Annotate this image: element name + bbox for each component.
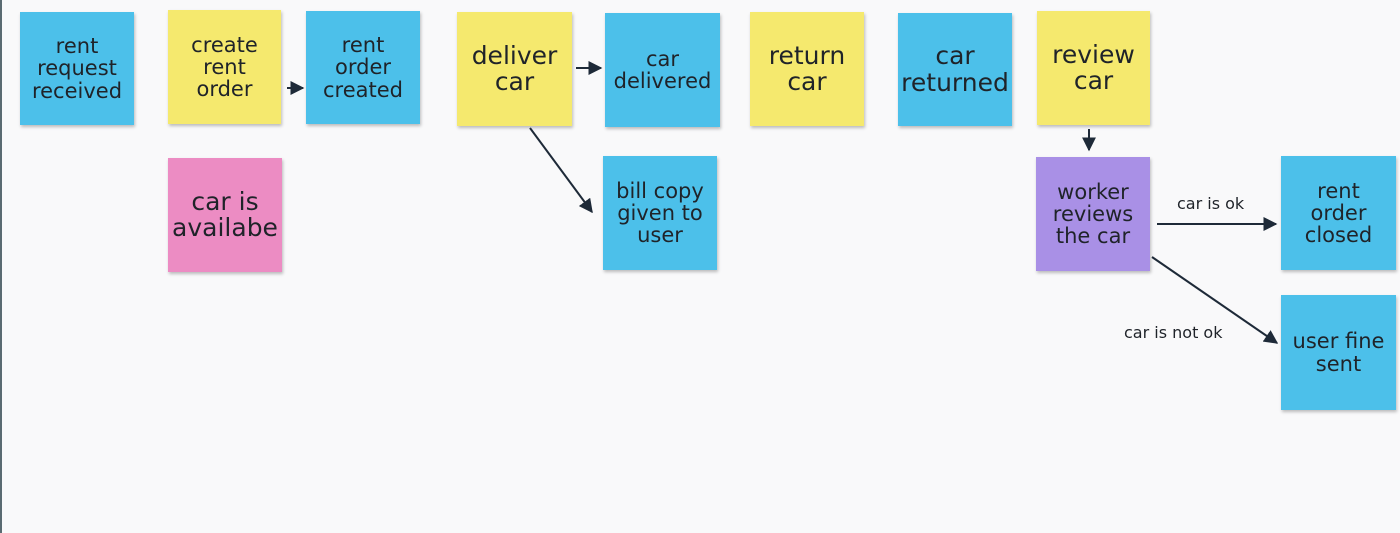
note-review-car[interactable]: review car: [1037, 11, 1150, 125]
note-rent-request-received[interactable]: rent request received: [20, 12, 134, 125]
note-rent-order-created[interactable]: rent order created: [306, 11, 420, 124]
note-car-delivered[interactable]: car delivered: [605, 13, 720, 127]
edge-label-car-is-not-ok: car is not ok: [1124, 323, 1223, 342]
note-deliver-car[interactable]: deliver car: [457, 12, 572, 126]
note-car-is-available[interactable]: car is availabe: [168, 158, 282, 272]
note-worker-reviews-the-car[interactable]: worker reviews the car: [1036, 157, 1150, 271]
arrow-deliver-car-to-bill-copy: [529, 127, 593, 214]
note-user-fine-sent[interactable]: user fine sent: [1281, 295, 1396, 410]
note-rent-order-closed[interactable]: rent order closed: [1281, 156, 1396, 270]
edge-label-car-is-ok: car is ok: [1177, 194, 1245, 213]
note-create-rent-order[interactable]: create rent order: [168, 10, 281, 124]
note-return-car[interactable]: return car: [750, 12, 864, 126]
note-bill-copy-given-to-user[interactable]: bill copy given to user: [603, 156, 717, 270]
note-car-returned[interactable]: car returned: [898, 13, 1012, 126]
